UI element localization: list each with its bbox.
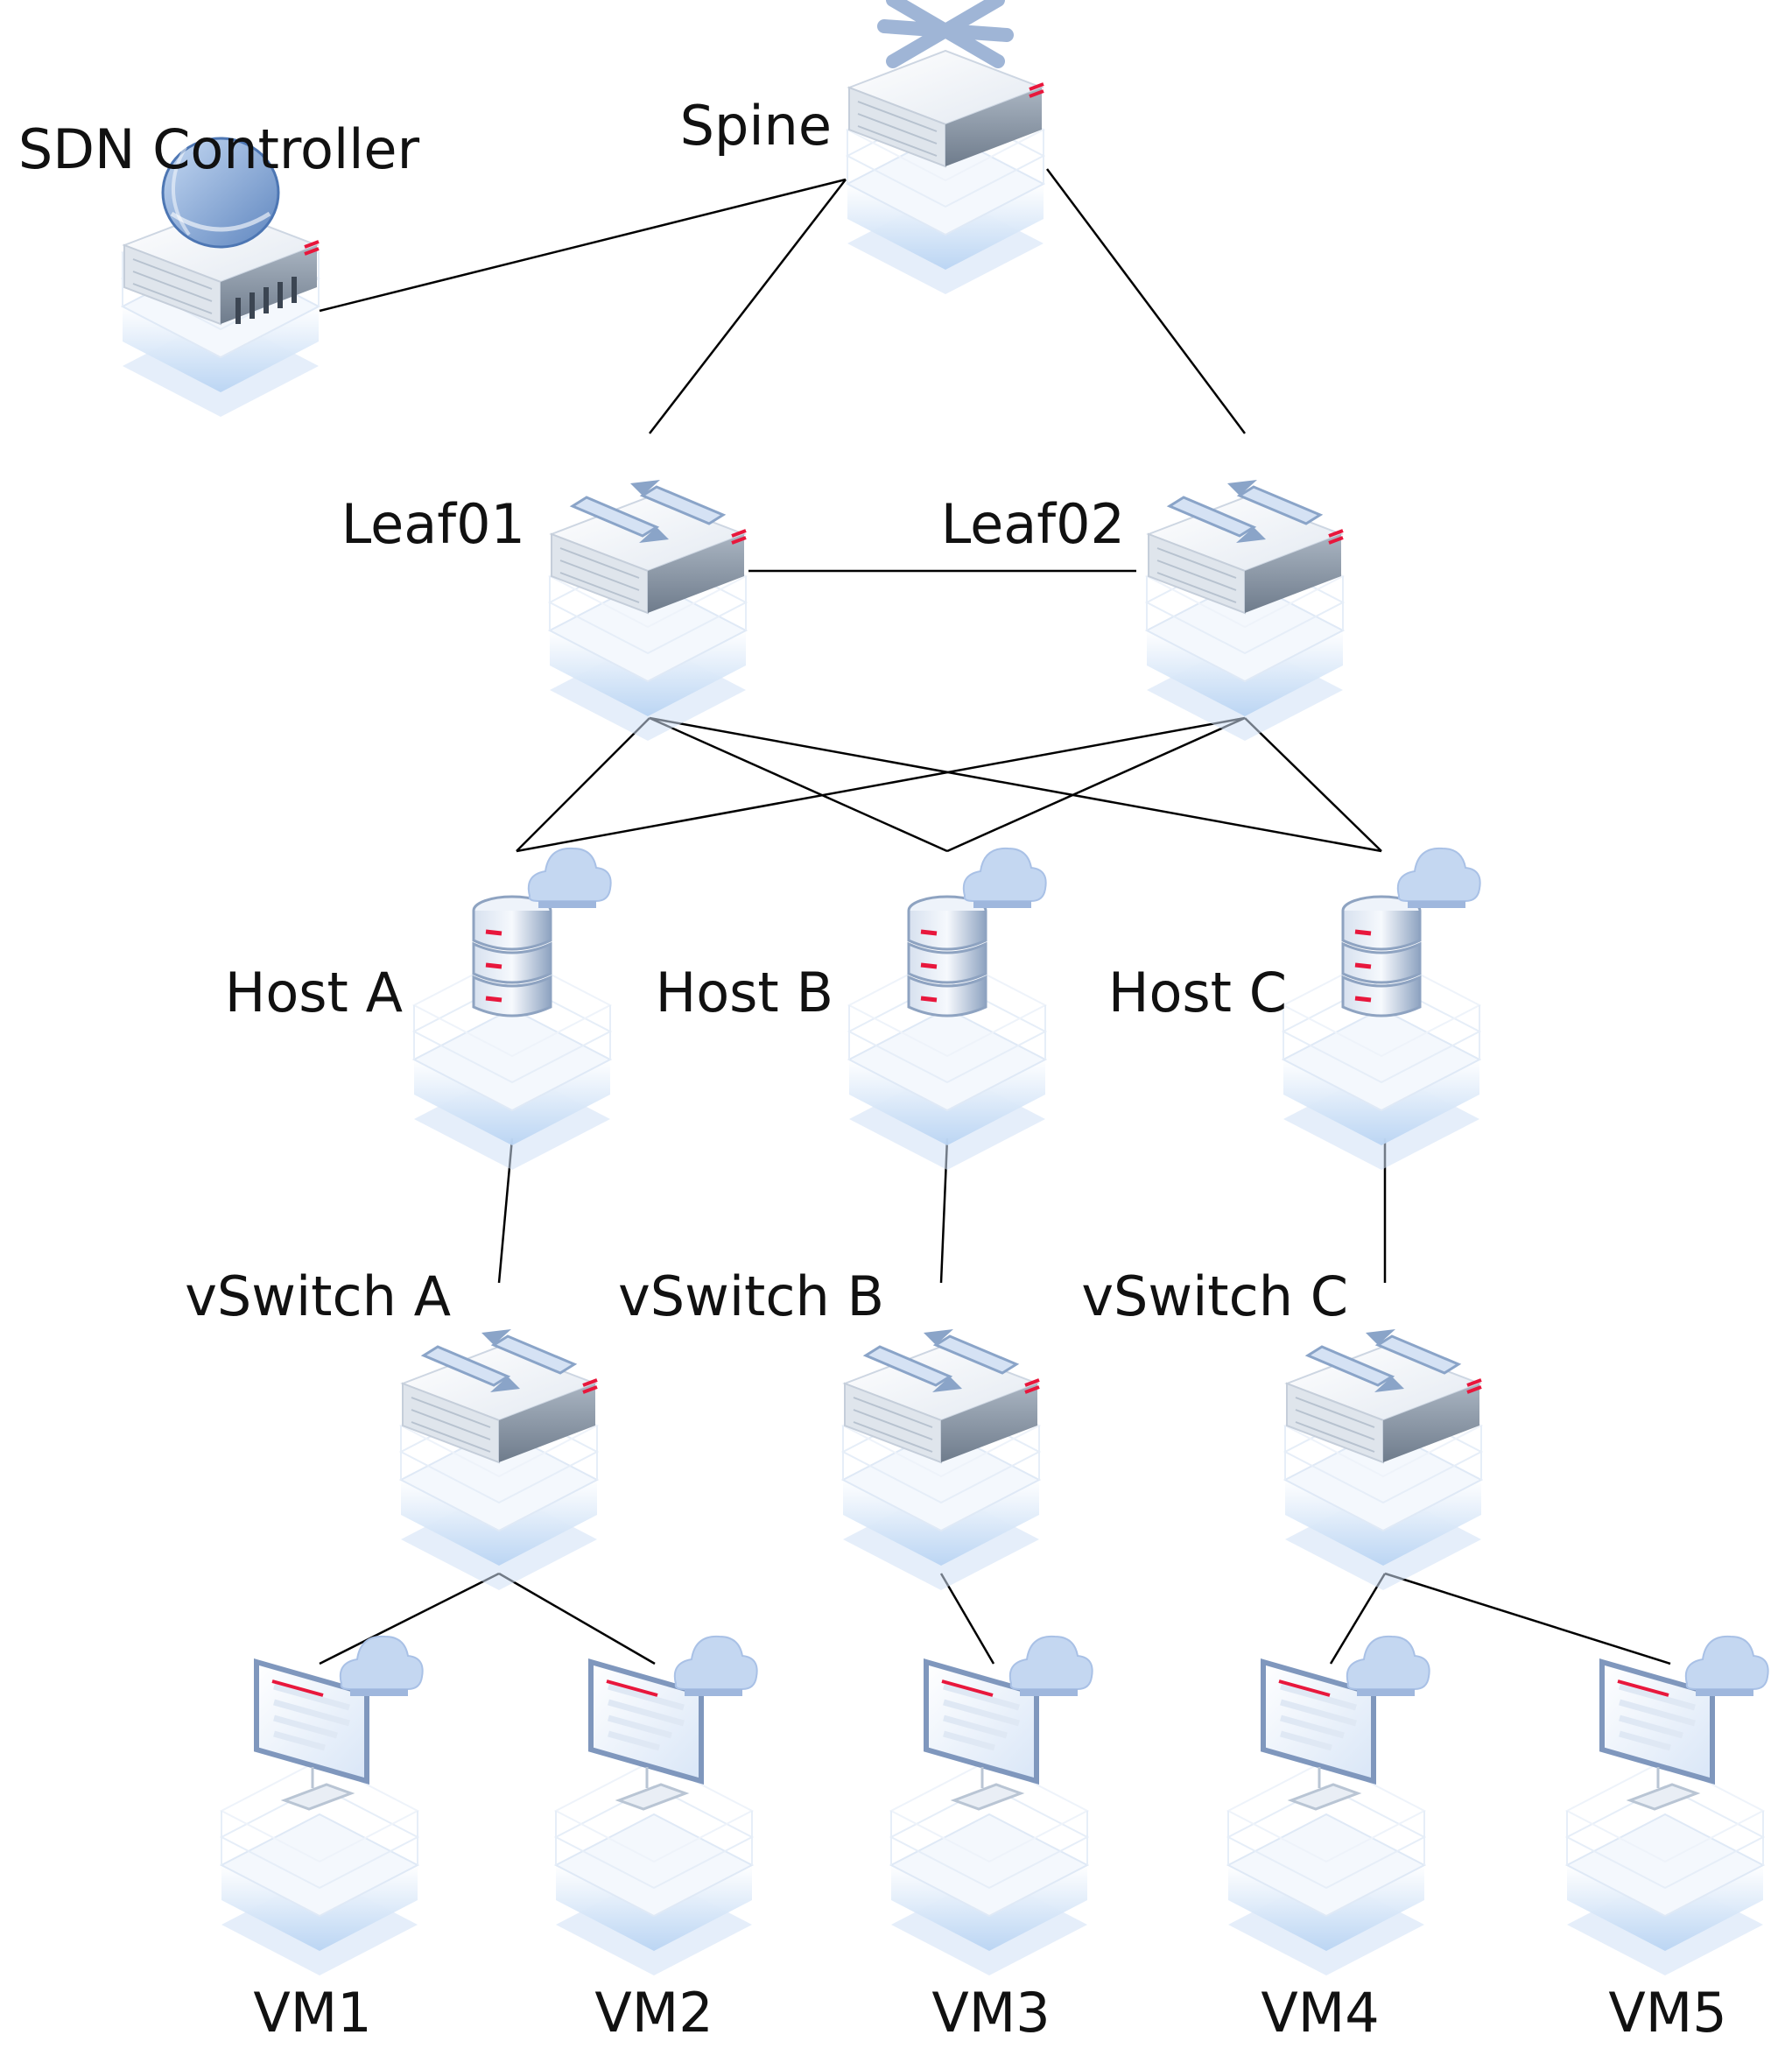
link-leaf02-hostB [946, 716, 1246, 853]
node-label-leaf01: Leaf01 [341, 492, 525, 556]
link-leaf02-hostA [516, 716, 1246, 853]
cloud-server-icon [1283, 847, 1481, 1171]
core-switch-icon [847, 0, 1045, 295]
switch-icon [1146, 478, 1345, 742]
node-label-vswC: vSwitch C [1081, 1264, 1348, 1328]
link-leaf01-hostA [516, 717, 650, 852]
link-sdn-spine [319, 178, 847, 313]
link-vswA-vm1 [319, 1572, 500, 1665]
node-label-vswA: vSwitch A [185, 1264, 451, 1328]
link-leaf01-hostC [649, 716, 1382, 853]
cloud-server-icon [413, 847, 612, 1171]
link-spine-leaf01 [649, 179, 847, 434]
link-leaf01-hostB [649, 716, 948, 853]
node-label-vm1: VM1 [253, 1981, 371, 2045]
virtual-machine-icon [1566, 1635, 1769, 1976]
node-label-leaf02: Leaf02 [941, 492, 1125, 556]
sdn-controller-icon [122, 138, 320, 418]
link-leaf02-hostC [1244, 717, 1382, 852]
virtual-switch-icon [842, 1327, 1041, 1591]
virtual-switch-icon [1284, 1327, 1483, 1591]
virtual-switch-icon [400, 1327, 599, 1591]
link-spine-leaf02 [1045, 168, 1247, 434]
virtual-machine-icon [221, 1635, 424, 1976]
link-vswC-vm5 [1384, 1572, 1671, 1665]
node-label-hostC: Host C [1108, 961, 1287, 1024]
node-label-vm4: VM4 [1261, 1981, 1379, 2045]
node-label-vm3: VM3 [931, 1981, 1050, 2045]
node-label-spine: Spine [680, 94, 832, 158]
virtual-machine-icon [890, 1635, 1093, 1976]
virtual-machine-icon [555, 1635, 758, 1976]
node-label-sdn: SDN Controller [18, 117, 420, 181]
link-vswB-vm3 [939, 1573, 995, 1665]
cloud-server-icon [848, 847, 1047, 1171]
node-label-vm5: VM5 [1608, 1981, 1726, 2045]
node-label-hostB: Host B [656, 961, 833, 1024]
node-label-hostA: Host A [225, 961, 403, 1024]
node-label-vm2: VM2 [594, 1981, 713, 2045]
link-vswC-vm4 [1329, 1573, 1387, 1665]
virtual-machine-icon [1227, 1635, 1430, 1976]
switch-icon [549, 478, 748, 742]
link-vswA-vm2 [498, 1572, 656, 1665]
node-label-vswB: vSwitch B [618, 1264, 884, 1328]
